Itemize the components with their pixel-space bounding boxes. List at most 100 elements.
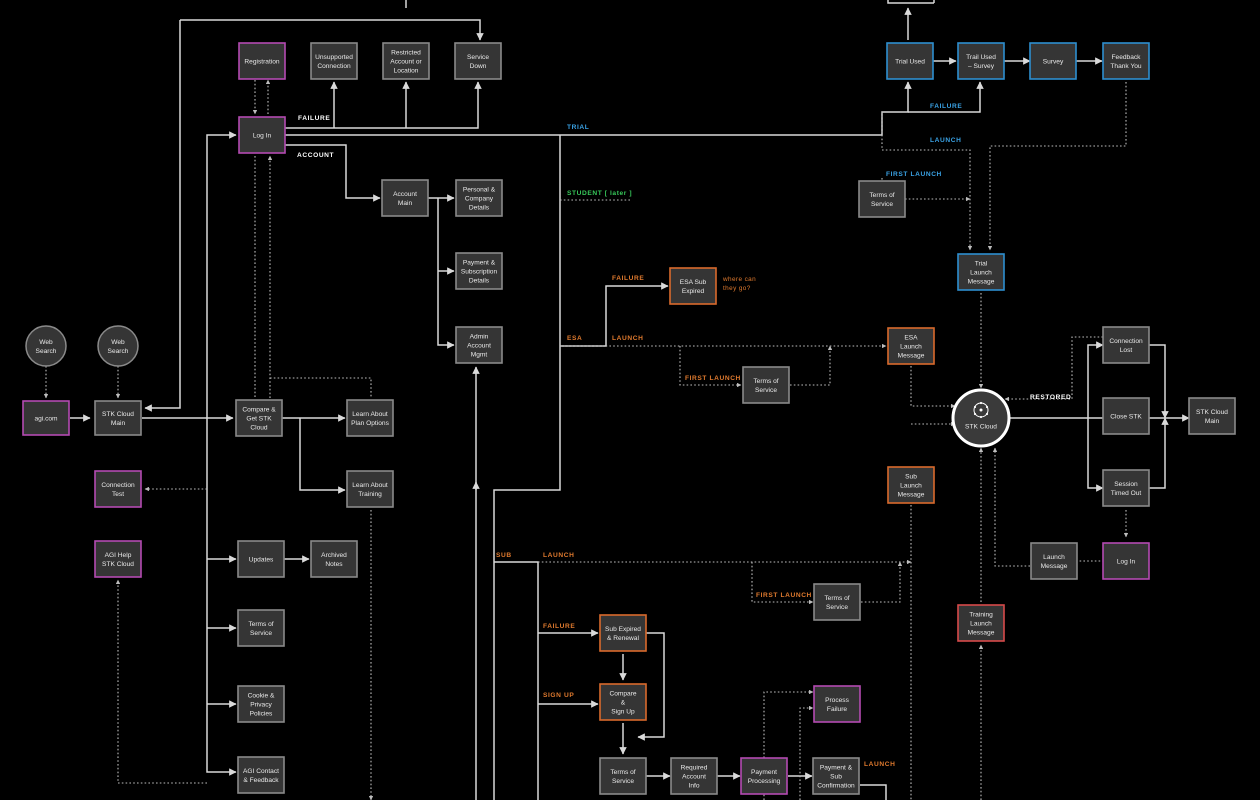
node-shape	[25, 325, 67, 367]
node-box	[237, 609, 285, 647]
node-label-line: STK Cloud	[102, 411, 134, 418]
node-label-line: Terms of	[753, 378, 778, 385]
solid-connector	[860, 784, 887, 800]
node-label-line: Service	[612, 778, 634, 785]
label-sub: SUB	[496, 552, 512, 559]
dashed-connector	[763, 689, 814, 758]
node-box	[1102, 397, 1150, 435]
solid-connector	[1087, 418, 1104, 492]
node-box	[669, 267, 717, 305]
node-compare-sign-up[interactable]: Compare&Sign Up	[599, 683, 647, 721]
node-survey[interactable]: Survey	[1029, 42, 1077, 80]
node-sub-expired-renewal[interactable]: Sub Expired& Renewal	[599, 614, 647, 652]
node-agi-com[interactable]: agi.com	[22, 400, 70, 436]
node-stk-cloud-hub[interactable]: STK Cloud	[951, 388, 1011, 448]
node-close-stk[interactable]: Close STK	[1102, 397, 1150, 435]
dashed-connector	[270, 377, 372, 398]
node-label-line: Message	[898, 491, 925, 498]
node-label-line: Notes	[325, 561, 343, 568]
node-box	[1102, 42, 1150, 80]
node-trial-used[interactable]: Trial Used	[886, 42, 934, 80]
solid-connector	[285, 81, 912, 136]
solid-connector	[493, 135, 561, 800]
node-box	[957, 42, 1005, 80]
solid-connector	[494, 561, 539, 800]
node-box	[94, 470, 142, 508]
node-label-line: Main	[1205, 418, 1220, 425]
node-log-in-top[interactable]: Log In	[238, 116, 286, 154]
node-label-line: Terms of	[248, 621, 273, 628]
node-label-line: Details	[469, 204, 490, 211]
node-log-in-right[interactable]: Log In	[1102, 542, 1150, 580]
node-shape	[97, 325, 139, 367]
node-label-line: STK Cloud	[1196, 409, 1228, 416]
node-label-line: Terms of	[869, 192, 894, 199]
node-label: Log In	[1117, 558, 1136, 565]
node-box	[812, 757, 860, 795]
dashed-connector	[861, 561, 903, 603]
label-failure-esa: FAILURE	[612, 275, 644, 282]
node-label-line: agi.com	[34, 415, 58, 422]
node-label-line: Log In	[1117, 558, 1136, 565]
node-trial-used-survey[interactable]: Trail Used– Survey	[957, 42, 1005, 80]
node-agi-contact-feedback[interactable]: AGI Contact& Feedback	[237, 756, 285, 794]
node-label-line: Compare &	[242, 406, 276, 413]
solid-connector	[437, 198, 455, 349]
node-label-line: Confirmation	[817, 782, 855, 789]
node-box	[813, 583, 861, 621]
label-launch-bottom: LAUNCH	[864, 761, 895, 768]
node-updates[interactable]: Updates	[237, 540, 285, 578]
node-box	[670, 757, 718, 795]
node-registration[interactable]: Registration	[238, 42, 286, 80]
node-label-line: Launch	[1043, 554, 1065, 561]
node-box	[346, 399, 394, 437]
node-label-line: Search	[108, 348, 129, 355]
node-label-line: Required	[681, 764, 708, 771]
node-label-line: Admin	[470, 333, 489, 340]
node-box	[957, 604, 1005, 642]
